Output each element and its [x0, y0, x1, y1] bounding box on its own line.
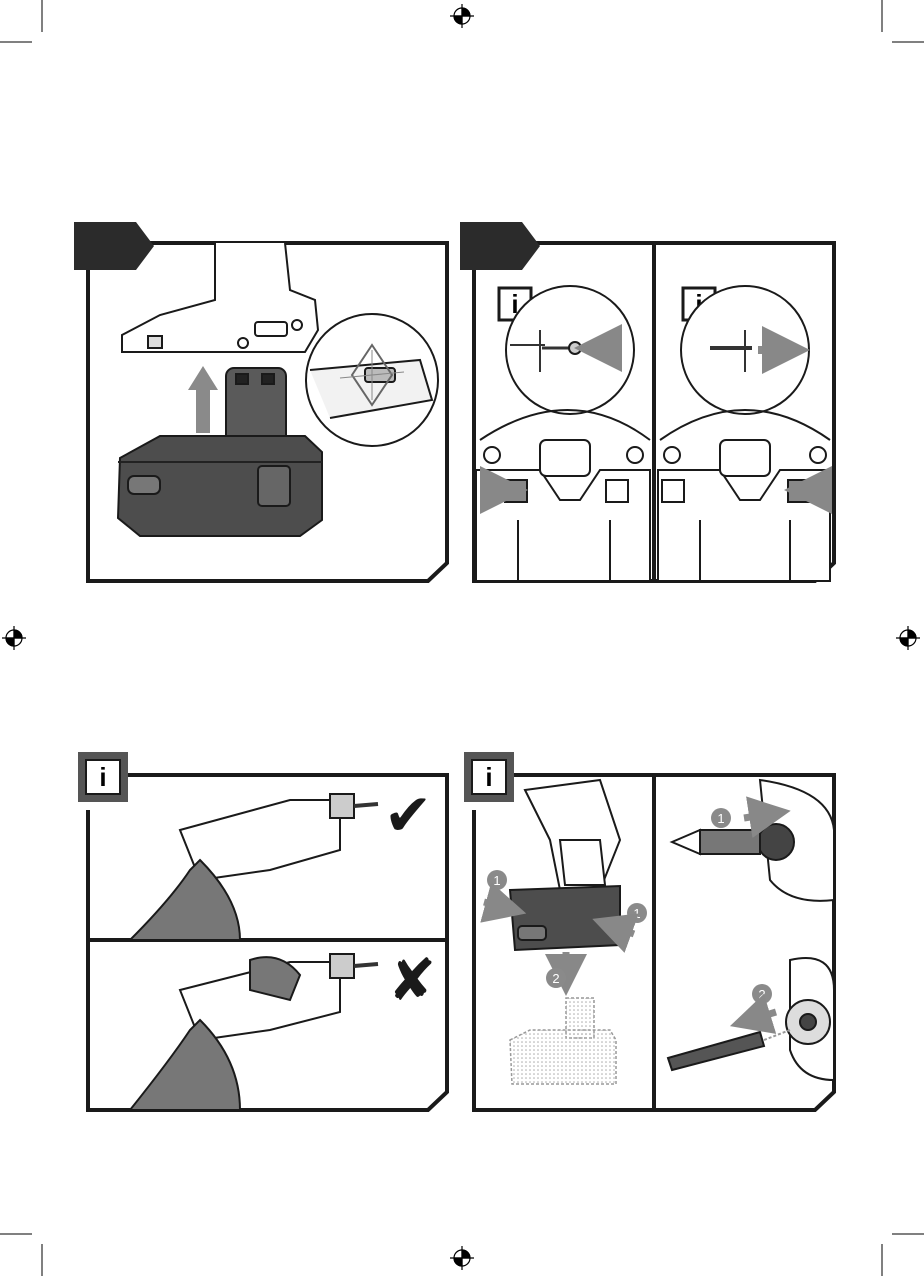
right-arrow-icon — [744, 814, 770, 818]
correct-grip-illustration — [130, 794, 378, 940]
panel-direction-selector: i i — [460, 222, 834, 581]
panel-battery-removal — [74, 222, 447, 581]
check-icon: ✔ — [384, 783, 433, 848]
drill-front-illustration — [658, 286, 830, 581]
incorrect-grip-illustration — [130, 954, 378, 1110]
step-tab — [74, 222, 154, 270]
step-number: 2 — [552, 971, 559, 986]
step-number: 1 — [633, 906, 640, 921]
up-arrow-icon — [188, 366, 218, 433]
step-tab — [460, 222, 540, 270]
drill-base-illustration — [122, 243, 318, 352]
registration-mark-right — [896, 626, 920, 650]
info-icon: i — [485, 762, 492, 792]
registration-mark-top — [450, 4, 474, 28]
panel-grip: i ✔ ✘ — [78, 752, 447, 1110]
battery-pack-illustration — [118, 368, 322, 536]
drill-front-illustration — [476, 286, 650, 581]
detached-battery-ghost — [510, 998, 616, 1084]
info-box: i — [78, 752, 128, 802]
drill-with-battery-illustration — [510, 780, 620, 950]
registration-mark-left — [2, 626, 26, 650]
panel-bit-change: i 1 1 2 1 — [464, 752, 834, 1110]
step-number: 1 — [717, 811, 724, 826]
right-arrow-icon — [484, 902, 506, 908]
info-icon: i — [99, 762, 106, 792]
info-box: i — [464, 752, 514, 802]
cross-icon: ✘ — [388, 948, 437, 1013]
chuck-illustration — [672, 780, 834, 901]
step-number: 1 — [493, 873, 500, 888]
zoom-detail-illustration — [306, 314, 438, 446]
registration-mark-bottom — [450, 1246, 474, 1270]
step-number: 2 — [758, 987, 765, 1002]
left-arrow-icon — [750, 1012, 776, 1020]
